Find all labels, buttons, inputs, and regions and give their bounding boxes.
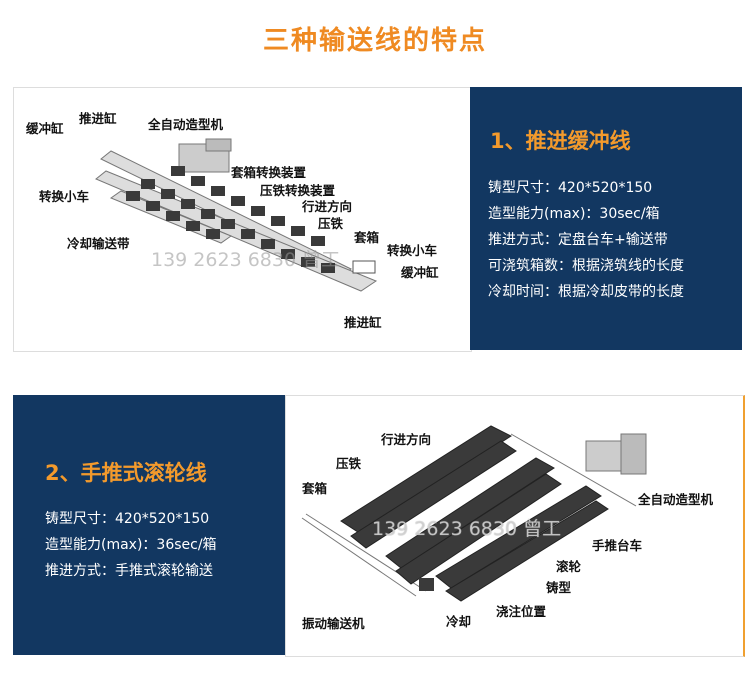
label-pouring-position: 浇注位置: [496, 604, 547, 619]
label-cooling-belt: 冷却输送带: [67, 236, 130, 251]
push-buffer-line-diagram: 缓冲缸 推进缸 全自动造型机 转换小车 套箱转换装置 压铁转换装置 行进方向 压…: [13, 87, 472, 352]
panel-heading: 2、手推式滚轮线: [45, 461, 207, 485]
spec-item: 推进方式：定盘台车+输送带: [488, 232, 668, 248]
label-push-cylinder: 推进缸: [79, 111, 117, 126]
spec-item: 铸型尺寸：420*520*150: [45, 511, 210, 527]
hand-push-roller-line-panel: 2、手推式滚轮线 铸型尺寸：420*520*150 造型能力(max)：36se…: [13, 395, 285, 655]
spec-item: 冷却时间：根据冷却皮带的长度: [488, 284, 684, 300]
label-hand-cart: 手推台车: [592, 538, 643, 553]
spec-list: 铸型尺寸：420*520*150 造型能力(max)：36sec/箱 推进方式：…: [45, 506, 217, 584]
label-buffer-cylinder: 缓冲缸: [26, 121, 64, 136]
label-molding-machine: 全自动造型机: [638, 492, 714, 507]
label-flask: 套箱: [302, 481, 328, 496]
label-vibrating-conveyor: 振动输送机: [302, 616, 365, 631]
label-molding-machine: 全自动造型机: [148, 117, 224, 132]
label-transfer-car: 转换小车: [39, 189, 90, 204]
label-cooling: 冷却: [446, 614, 472, 629]
panel-heading: 1、推进缓冲线: [490, 129, 631, 153]
roller-illustration: [301, 425, 647, 602]
label-flask-switch: 套箱转换装置: [231, 165, 307, 180]
label-flask: 套箱: [354, 230, 380, 245]
label-roller: 滚轮: [556, 559, 582, 574]
label-weight-switch: 压铁转换装置: [260, 183, 336, 198]
spec-item: 铸型尺寸：420*520*150: [488, 180, 653, 196]
spec-list: 铸型尺寸：420*520*150 造型能力(max)：30sec/箱 推进方式：…: [488, 175, 684, 305]
spec-item: 造型能力(max)：30sec/箱: [488, 206, 660, 222]
page-title: 三种输送线的特点: [262, 26, 487, 56]
label-weight: 压铁: [318, 216, 344, 231]
label-transfer-car-2: 转换小车: [387, 243, 438, 258]
spec-item: 推进方式：手推式滚轮输送: [45, 563, 213, 579]
label-weight: 压铁: [336, 456, 362, 471]
watermark: 139 2623 6830 曾工: [151, 249, 341, 271]
label-direction: 行进方向: [381, 432, 432, 447]
watermark: 139 2623 6830 曾工: [372, 518, 562, 540]
label-buffer-cylinder-2: 缓冲缸: [401, 265, 439, 280]
label-push-cylinder-2: 推进缸: [344, 315, 382, 330]
conveyor-illustration: [95, 138, 378, 292]
push-buffer-line-panel: 1、推进缓冲线 铸型尺寸：420*520*150 造型能力(max)：30sec…: [470, 87, 742, 350]
label-direction: 行进方向: [302, 199, 353, 214]
roller-line-diagram: 行进方向 压铁 套箱 全自动造型机 手推台车 滚轮 铸型 振动输送机 冷却 浇注…: [285, 395, 745, 657]
spec-item: 可浇筑箱数：根据浇筑线的长度: [488, 258, 684, 274]
spec-item: 造型能力(max)：36sec/箱: [45, 537, 217, 553]
label-mold: 铸型: [546, 580, 572, 595]
